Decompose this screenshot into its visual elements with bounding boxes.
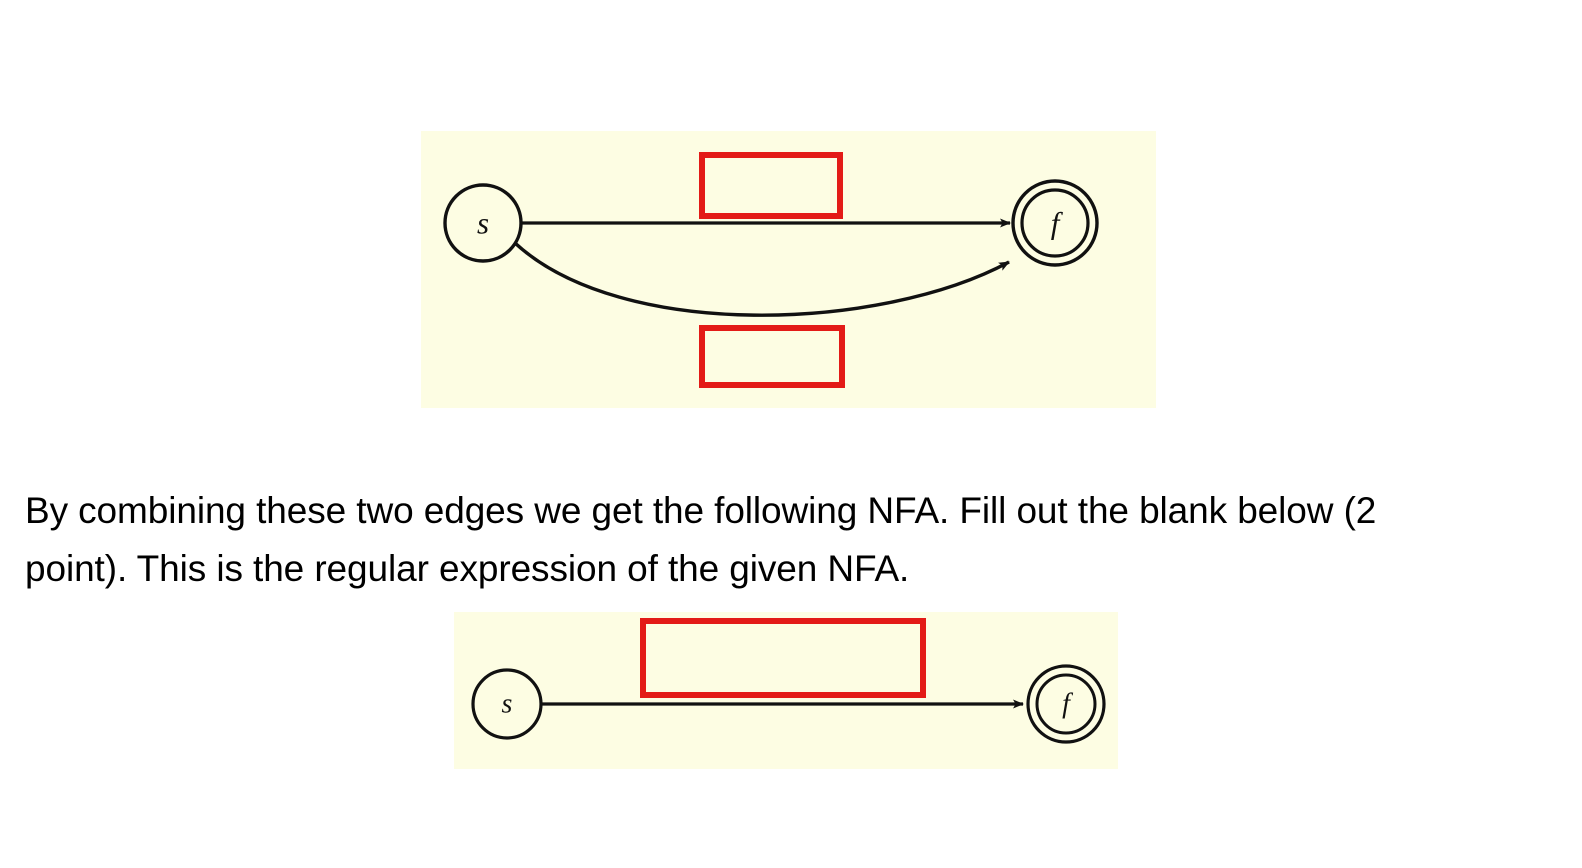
question-paragraph: By combining these two edges we get the … (25, 482, 1570, 598)
edge-curved-s-to-f (513, 241, 1010, 317)
state-f-combined: f (1026, 664, 1106, 744)
nfa-diagram-two-edges: s f (421, 131, 1156, 408)
state-s-combined-circle (471, 668, 543, 740)
state-f-inner-circle (1020, 188, 1090, 258)
state-f-combined-outer-circle (1026, 664, 1106, 744)
nfa-two-edges-graphic: s f (443, 179, 1099, 317)
state-f-combined-inner-circle (1035, 673, 1097, 735)
answer-blank-combined-edge[interactable] (640, 618, 926, 698)
state-f-outer-circle (1011, 179, 1099, 267)
state-s-combined-label: s (502, 689, 513, 720)
state-s-label: s (477, 206, 489, 241)
state-f: f (1011, 179, 1099, 267)
question-line-1: By combining these two edges we get the … (25, 490, 1377, 531)
answer-blank-bottom-edge[interactable] (699, 325, 845, 388)
state-s-circle (443, 183, 523, 263)
nfa-combined-graphic: s f (471, 664, 1106, 744)
state-s-combined: s (471, 668, 543, 740)
nfa-diagram-combined: s f (454, 612, 1118, 769)
answer-blank-top-edge[interactable] (699, 152, 843, 219)
state-f-combined-label: f (1062, 689, 1073, 720)
state-s: s (443, 183, 523, 263)
question-line-2: point). This is the regular expression o… (25, 548, 910, 589)
